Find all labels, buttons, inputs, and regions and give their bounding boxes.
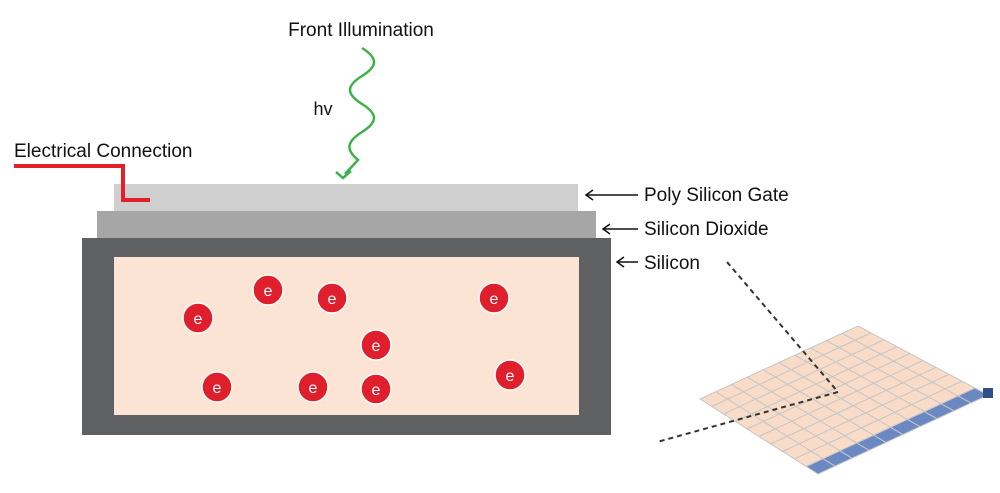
electron-circle [182,302,214,334]
photon-arrowhead [335,170,352,180]
electron-symbol: e [309,380,318,397]
poly-silicon-gate-label: Poly Silicon Gate [644,185,789,206]
oxide-pointer-arrow [601,223,638,235]
electron-circle [252,274,284,306]
electron-circle [360,373,392,405]
electron: e [182,302,214,334]
photon-wave [344,46,376,175]
front-illumination-label: Front Illumination [288,20,434,41]
electron: e [252,274,284,306]
electron-group: e e e e e e e e e [182,274,526,405]
poly-silicon-gate-layer [114,184,578,211]
electron-circle [494,359,526,391]
electron: e [478,282,510,314]
electron-symbol: e [506,368,515,385]
electron-symbol: e [372,338,381,355]
silicon-interior [114,257,579,415]
electron-circle [360,329,392,361]
electron: e [360,373,392,405]
zoom-line-top [726,261,839,393]
electron-symbol: e [213,380,222,397]
photon-label: hv [313,99,332,119]
output-amplifier [983,388,993,398]
electron-symbol: e [328,291,337,308]
silicon-label: Silicon [644,253,700,274]
electrical-connection-wire [14,164,150,202]
electron: e [316,282,348,314]
zoom-line-bottom [656,391,839,443]
electron-symbol: e [490,291,499,308]
electron-symbol: e [372,382,381,399]
silicon-dioxide-layer [97,211,596,238]
electron-circle [201,371,233,403]
gate-pointer-arrow [584,189,638,201]
electron: e [494,359,526,391]
electrical-connection-label: Electrical Connection [14,141,192,162]
electron-circle [316,282,348,314]
electron-circle [297,371,329,403]
silicon-pointer-arrow [615,256,638,268]
electron-symbol: e [194,311,203,328]
electron-symbol: e [264,283,273,300]
silicon-dioxide-label: Silicon Dioxide [644,219,769,240]
sensor-array [698,325,993,475]
electron: e [360,329,392,361]
electron: e [201,371,233,403]
electron-circle [478,282,510,314]
electron: e [297,371,329,403]
